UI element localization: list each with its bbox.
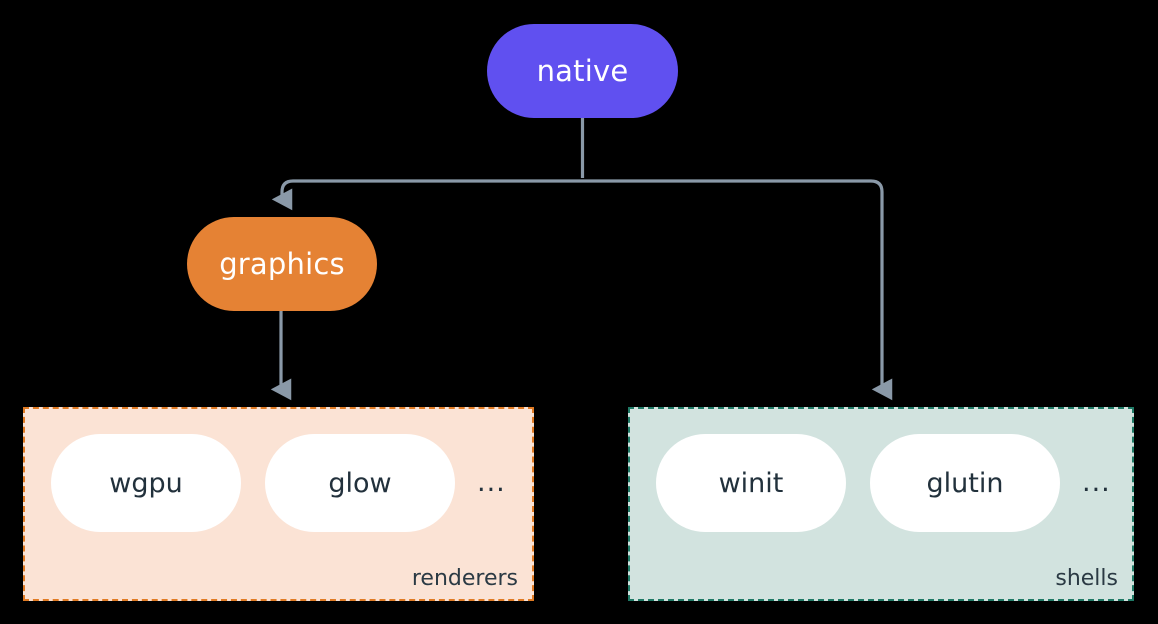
node-native-label: native — [536, 54, 629, 88]
shells-overflow-ellipsis: ... — [1082, 467, 1111, 498]
pill-wgpu-label: wgpu — [109, 467, 183, 499]
renderers-overflow-ellipsis: ... — [477, 467, 506, 498]
group-renderers: wgpu glow ... renderers — [23, 407, 534, 601]
pill-winit[interactable]: winit — [656, 434, 846, 532]
group-renderers-label: renderers — [411, 566, 518, 591]
pill-glow-label: glow — [328, 467, 392, 499]
pill-glutin[interactable]: glutin — [870, 434, 1060, 532]
pill-winit-label: winit — [718, 467, 784, 499]
pill-glutin-label: glutin — [926, 467, 1004, 499]
edge-native-to-graphics — [271, 179, 583, 211]
edge-native-to-shells — [582, 179, 893, 401]
node-graphics[interactable]: graphics — [187, 217, 377, 311]
pill-glow[interactable]: glow — [265, 434, 455, 532]
group-shells: winit glutin ... shells — [628, 407, 1134, 601]
node-graphics-label: graphics — [219, 247, 345, 281]
node-native[interactable]: native — [487, 24, 678, 118]
group-shells-label: shells — [1055, 566, 1118, 591]
pill-wgpu[interactable]: wgpu — [51, 434, 241, 532]
